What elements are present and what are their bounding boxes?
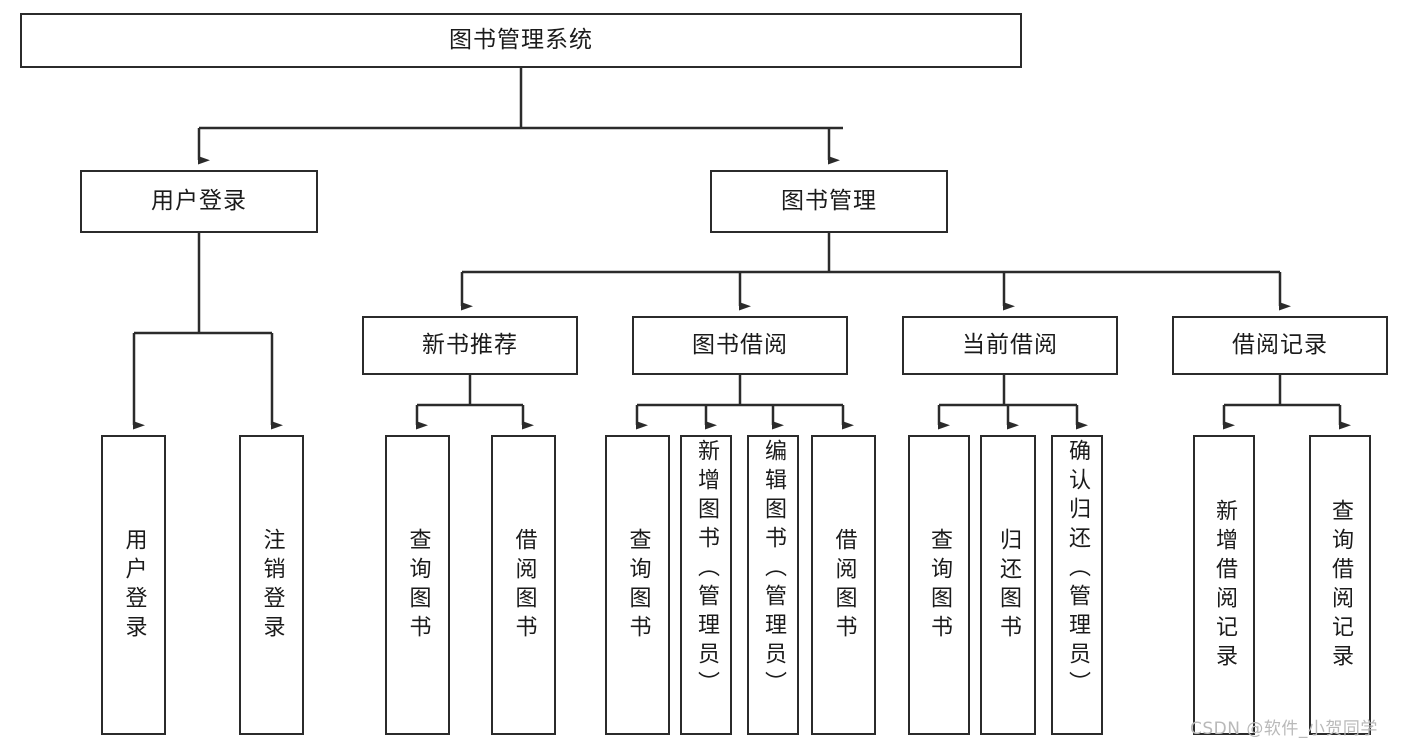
leaf-query-book-3[interactable]: 查询图书: [908, 435, 970, 735]
leaf-borrow-book-2[interactable]: 借阅图书: [811, 435, 876, 735]
node-new-book-recommend-label: 新书推荐: [422, 331, 518, 358]
leaf-borrow-book-1[interactable]: 借阅图书: [491, 435, 556, 735]
leaf-query-book-1-label: 查询图书: [405, 528, 431, 644]
leaf-add-borrow-record[interactable]: 新增借阅记录: [1193, 435, 1255, 735]
node-borrow-record-label: 借阅记录: [1232, 331, 1328, 358]
leaf-user-login-label: 用户登录: [121, 528, 147, 644]
node-book-borrow[interactable]: 图书借阅: [632, 316, 848, 375]
node-user-login-label: 用户登录: [151, 187, 247, 214]
leaf-query-borrow-record-label: 查询借阅记录: [1328, 499, 1353, 673]
leaf-add-book-admin-label: 新增图书（管理员）: [694, 439, 719, 700]
leaf-query-book-1[interactable]: 查询图书: [385, 435, 450, 735]
leaf-user-login[interactable]: 用户登录: [101, 435, 166, 735]
leaf-logout[interactable]: 注销登录: [239, 435, 304, 735]
leaf-confirm-return-admin-label: 确认归还（管理员）: [1065, 439, 1090, 700]
node-current-borrow[interactable]: 当前借阅: [902, 316, 1118, 375]
leaf-edit-book-admin[interactable]: 编辑图书（管理员）: [747, 435, 799, 735]
node-book-management[interactable]: 图书管理: [710, 170, 948, 233]
leaf-query-book-3-label: 查询图书: [927, 528, 952, 644]
node-root-label: 图书管理系统: [449, 26, 593, 53]
node-new-book-recommend[interactable]: 新书推荐: [362, 316, 578, 375]
leaf-confirm-return-admin[interactable]: 确认归还（管理员）: [1051, 435, 1103, 735]
leaf-add-book-admin[interactable]: 新增图书（管理员）: [680, 435, 732, 735]
leaf-edit-book-admin-label: 编辑图书（管理员）: [761, 439, 786, 700]
leaf-add-borrow-record-label: 新增借阅记录: [1212, 499, 1237, 673]
leaf-query-book-2[interactable]: 查询图书: [605, 435, 670, 735]
leaf-borrow-book-2-label: 借阅图书: [831, 528, 857, 644]
node-user-login[interactable]: 用户登录: [80, 170, 318, 233]
leaf-query-book-2-label: 查询图书: [625, 528, 651, 644]
leaf-return-book[interactable]: 归还图书: [980, 435, 1036, 735]
node-book-management-label: 图书管理: [781, 187, 877, 214]
node-root[interactable]: 图书管理系统: [20, 13, 1022, 68]
node-borrow-record[interactable]: 借阅记录: [1172, 316, 1388, 375]
node-current-borrow-label: 当前借阅: [962, 331, 1058, 358]
leaf-query-borrow-record[interactable]: 查询借阅记录: [1309, 435, 1371, 735]
leaf-borrow-book-1-label: 借阅图书: [511, 528, 537, 644]
leaf-logout-label: 注销登录: [259, 528, 285, 644]
node-book-borrow-label: 图书借阅: [692, 331, 788, 358]
leaf-return-book-label: 归还图书: [996, 528, 1021, 644]
